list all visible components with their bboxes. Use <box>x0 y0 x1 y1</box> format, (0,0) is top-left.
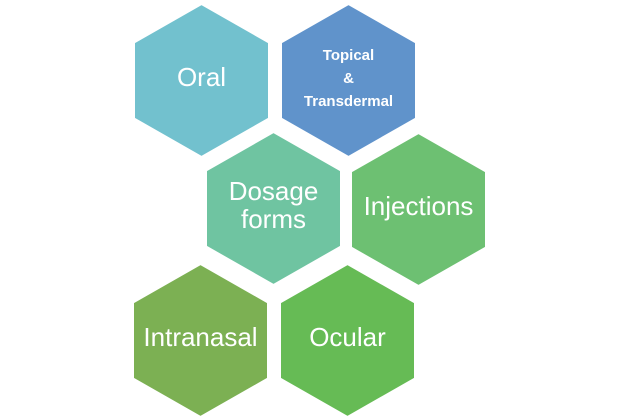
hexagon-topical-transdermal-polygon <box>280 3 417 158</box>
hexagon-topical-transdermal-label: Topical & Transdermal <box>304 44 393 117</box>
hexagon-injections: Injections <box>350 132 487 287</box>
hexagon-injections-shape <box>350 132 487 287</box>
hexagon-oral-label: Oral <box>176 61 227 92</box>
hexagon-intranasal-polygon <box>132 263 269 418</box>
label-line-dosage: Dosage <box>228 175 319 206</box>
label-line-topical: Topical <box>322 47 375 64</box>
hexagon-intranasal: Intranasal <box>132 263 269 418</box>
label-line-transdermal: Transdermal <box>303 93 394 110</box>
hexagon-oral-polygon <box>133 3 270 158</box>
hexagon-dosage-forms-polygon <box>205 131 342 286</box>
hexagon-intranasal-label: Intranasal <box>143 321 258 352</box>
hexagon-ocular-polygon <box>279 263 416 418</box>
hexagon-ocular-label: Ocular <box>309 321 386 352</box>
hexagon-topical-transdermal: Topical & Transdermal <box>280 3 417 158</box>
hexagon-intranasal-shape <box>132 263 269 418</box>
hexagon-ocular-shape <box>279 263 416 418</box>
hexagon-oral-shape <box>133 3 270 158</box>
hexagon-ocular: Ocular <box>279 263 416 418</box>
hexagon-dosage-forms: Dosage forms <box>205 131 342 286</box>
label-line-forms: forms <box>241 203 306 234</box>
hexagon-injections-label: Injections <box>363 190 474 221</box>
hexagon-topical-transdermal-shape <box>280 3 417 158</box>
hexagon-injections-polygon <box>350 132 487 287</box>
label-line-ampersand: & <box>343 70 354 87</box>
hexagon-dosage-forms-label: Dosage forms <box>229 177 319 241</box>
hexagon-dosage-forms-shape <box>205 131 342 286</box>
hexagon-oral: Oral <box>133 3 270 158</box>
